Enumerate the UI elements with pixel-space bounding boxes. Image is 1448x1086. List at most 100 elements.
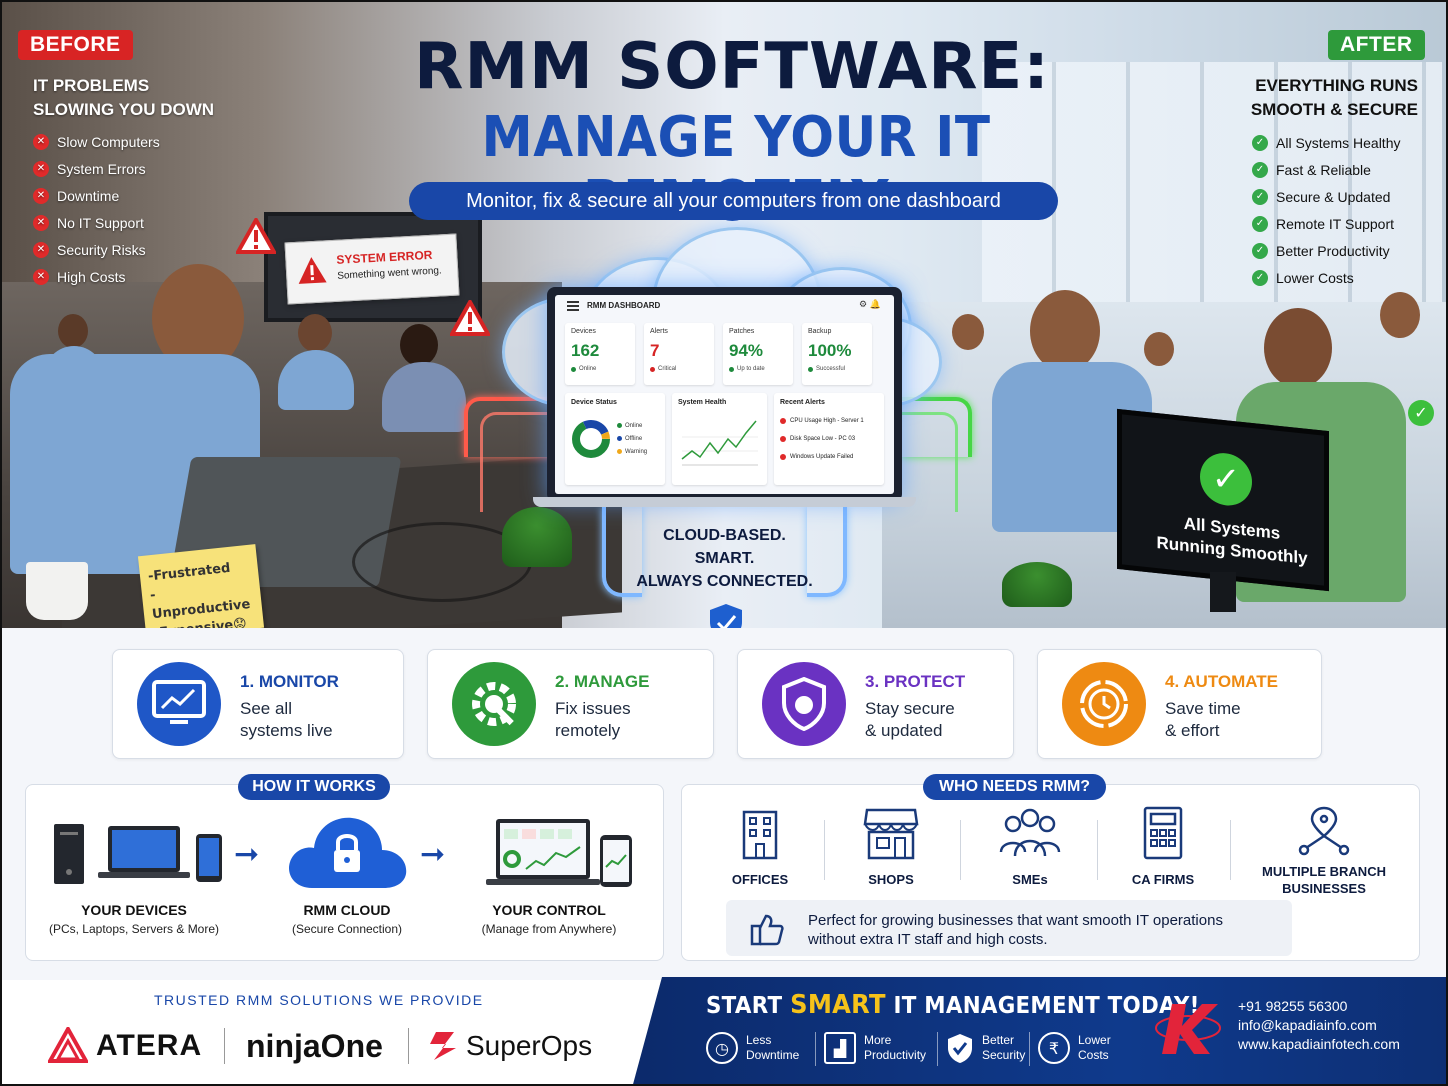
perfect-text: Perfect for growing businesses that want… xyxy=(808,912,1223,948)
list-item: ✕Security Risks xyxy=(33,236,160,263)
kpi-devices[interactable]: Devices 162 Online xyxy=(565,323,635,385)
who-shops: SHOPS xyxy=(850,806,932,888)
tagline-line: CLOUD-BASED. xyxy=(663,527,786,544)
alert-item[interactable]: Windows Update Failed xyxy=(780,448,878,466)
background-person-head xyxy=(952,314,984,350)
background-person-head xyxy=(298,314,332,352)
benefits-list: ✓All Systems Healthy ✓Fast & Reliable ✓S… xyxy=(1252,129,1400,291)
kpi-value: 162 xyxy=(571,341,600,360)
coffee-mug xyxy=(26,562,88,620)
feature-title: 1. MONITOR xyxy=(240,672,339,691)
x-icon: ✕ xyxy=(33,160,49,177)
kpi-backup[interactable]: Backup 100% Successful xyxy=(802,323,872,385)
green-connection-line xyxy=(902,397,972,457)
cta-headline: START SMART IT MANAGEMENT TODAY! xyxy=(706,990,1200,1020)
system-health-line-chart xyxy=(681,420,758,466)
after-badge: AFTER xyxy=(1328,30,1425,60)
who-label: CA FIRMS xyxy=(1131,872,1195,887)
panel-title: Recent Alerts xyxy=(780,399,825,406)
feature-card-protect[interactable]: 3. PROTECT Stay secure& updated xyxy=(737,649,1014,759)
plant xyxy=(1002,562,1072,607)
devices-icon xyxy=(54,824,222,884)
kpi-status: Successful xyxy=(816,366,846,372)
error-text: Something went wrong. xyxy=(337,265,442,282)
after-heading: EVERYTHING RUNS SMOOTH & SECURE xyxy=(1208,74,1418,122)
list-item: ✓Secure & Updated xyxy=(1252,183,1400,210)
clock-icon: ◷ xyxy=(706,1032,738,1064)
who-label: BUSINESSES xyxy=(1282,881,1366,896)
clock-cycle-icon xyxy=(1062,662,1146,746)
arrow-right-icon: ➞ xyxy=(234,837,260,872)
system-health-panel[interactable]: System Health xyxy=(672,393,767,485)
shield-check-icon xyxy=(948,1034,972,1063)
superops-logo[interactable]: SuperOps xyxy=(466,1030,593,1061)
who-needs-label: WHO NEEDS RMM? xyxy=(923,774,1106,800)
kapadia-logo-icon xyxy=(1155,1004,1221,1054)
control-devices-icon xyxy=(486,819,632,887)
feature-desc: Save time& effort xyxy=(1165,699,1241,740)
who-label: OFFICES xyxy=(731,872,789,887)
check-icon: ✓ xyxy=(1408,400,1434,426)
ninjaone-logo[interactable]: ninjaOne xyxy=(246,1028,383,1064)
recent-alerts-panel[interactable]: Recent Alerts CPU Usage High - Server 1 … xyxy=(774,393,884,485)
how-it-works-label: HOW IT WORKS xyxy=(238,774,390,800)
kpi-value: 7 xyxy=(650,341,660,360)
contact-phone[interactable]: +91 98255 56300 xyxy=(1238,998,1348,1014)
rupee-icon: ₹ xyxy=(1038,1032,1070,1064)
dashboard-title: RMM DASHBOARD xyxy=(587,301,661,310)
kpi-status: Critical xyxy=(658,366,677,372)
red-connection-line xyxy=(464,397,554,457)
heading-line: SLOWING YOU DOWN xyxy=(33,100,215,119)
kpi-alerts[interactable]: Alerts 7 Critical xyxy=(644,323,714,385)
warning-icon xyxy=(450,300,490,336)
x-icon: ✕ xyxy=(33,187,49,204)
kpi-patches[interactable]: Patches 94% Up to date xyxy=(723,323,793,385)
step-title: YOUR CONTROL xyxy=(492,902,606,918)
laptop-base xyxy=(533,497,916,507)
divider xyxy=(1029,1032,1030,1066)
rmm-dashboard: RMM DASHBOARD ⚙ 🔔 Devices 162 Online Ale… xyxy=(555,295,894,494)
alert-item[interactable]: CPU Usage High - Server 1 xyxy=(780,412,878,430)
step-subtitle: (Manage from Anywhere) xyxy=(481,922,617,936)
step-title: YOUR DEVICES xyxy=(81,902,187,918)
contact-website[interactable]: www.kapadiainfotech.com xyxy=(1238,1036,1400,1052)
divider xyxy=(960,820,961,880)
dashboard-laptop: RMM DASHBOARD ⚙ 🔔 Devices 162 Online Ale… xyxy=(533,287,916,507)
dashboard-toolbar-icons[interactable]: ⚙ 🔔 xyxy=(859,300,882,310)
step-subtitle: (PCs, Laptops, Servers & More) xyxy=(48,922,220,936)
plant xyxy=(502,507,572,567)
feature-title: 3. PROTECT xyxy=(865,672,966,691)
network-pin-icon xyxy=(1298,806,1350,856)
list-item: ✓All Systems Healthy xyxy=(1252,129,1400,156)
calculator-icon xyxy=(1143,806,1183,860)
blue-connection-line xyxy=(807,507,847,597)
happy-woman-head xyxy=(1264,308,1332,388)
building-icon xyxy=(742,810,778,860)
device-status-panel[interactable]: Device Status Online Offline Warning xyxy=(565,393,665,485)
divider xyxy=(824,820,825,880)
atera-logo[interactable]: ATERA xyxy=(96,1029,203,1062)
divider xyxy=(815,1032,816,1066)
heading-line: EVERYTHING RUNS xyxy=(1255,76,1418,95)
alert-item[interactable]: Disk Space Low - PC 03 xyxy=(780,430,878,448)
x-icon: ✕ xyxy=(33,268,49,285)
feature-card-automate[interactable]: 4. AUTOMATE Save time& effort xyxy=(1037,649,1322,759)
success-monitor: ✓ All Systems Running Smoothly xyxy=(1117,408,1329,592)
x-icon: ✕ xyxy=(33,214,49,231)
background-person-head xyxy=(1380,292,1420,338)
before-badge: BEFORE xyxy=(18,30,133,60)
device-status-donut xyxy=(572,420,610,458)
contact-email[interactable]: info@kapadiainfo.com xyxy=(1238,1017,1377,1033)
list-item: ✓Remote IT Support xyxy=(1252,210,1400,237)
menu-icon[interactable] xyxy=(567,301,579,311)
step-subtitle: (Secure Connection) xyxy=(291,922,403,936)
footer-partners xyxy=(2,980,662,1084)
list-item: ✓Better Productivity xyxy=(1252,237,1400,264)
background-person-body xyxy=(382,362,466,432)
divider xyxy=(408,1028,409,1064)
dashboard-header: RMM DASHBOARD ⚙ 🔔 xyxy=(555,295,894,317)
legend-warning: Warning xyxy=(617,445,647,458)
